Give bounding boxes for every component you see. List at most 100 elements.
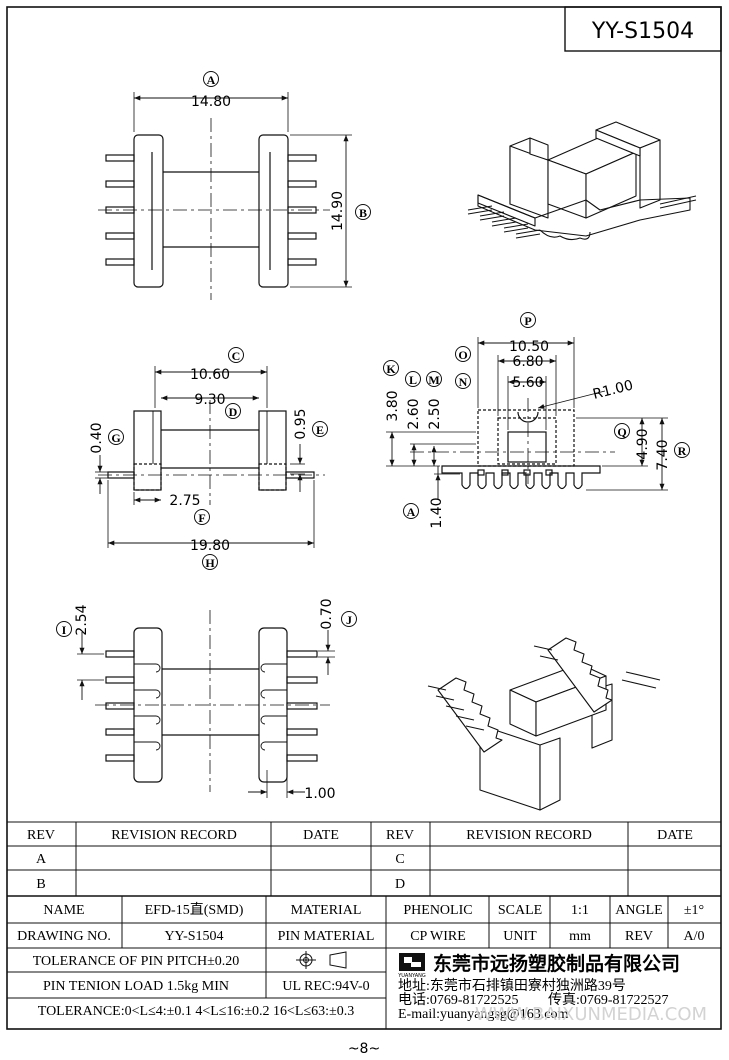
dim-b-value: 14.90 bbox=[330, 191, 346, 231]
mark-a: A bbox=[207, 73, 216, 87]
dim-n-value: 5.60 bbox=[512, 375, 543, 391]
dim-m-value: 2.50 bbox=[427, 398, 443, 429]
mark-p-circle bbox=[520, 312, 536, 328]
rev-header-right: REV bbox=[386, 828, 414, 843]
drawing-no-label: DRAWING NO. bbox=[17, 929, 111, 944]
dim-f-value: 2.75 bbox=[169, 493, 200, 509]
dim-width-value: 1.00 bbox=[304, 786, 335, 802]
mark-l: L bbox=[409, 373, 417, 387]
mark-i-circle bbox=[56, 621, 72, 637]
material-value: PHENOLIC bbox=[403, 903, 472, 918]
mark-c-circle bbox=[228, 347, 244, 363]
fax: 传真:0769-81722527 bbox=[548, 992, 669, 1008]
mark-n-circle bbox=[455, 373, 471, 389]
isometric-view-bottom bbox=[427, 637, 661, 811]
mark-q: Q bbox=[617, 425, 626, 439]
dim-p-value: 10.50 bbox=[509, 339, 549, 355]
mark-q-circle bbox=[614, 423, 630, 439]
mark-a2-circle bbox=[403, 503, 419, 519]
title-block-grid bbox=[7, 896, 721, 1029]
mark-o-circle bbox=[455, 346, 471, 362]
front-view bbox=[95, 366, 325, 548]
date-header-left: DATE bbox=[303, 828, 339, 843]
mark-b-circle bbox=[355, 204, 371, 220]
mark-r-circle bbox=[674, 442, 690, 458]
rev-label: REV bbox=[625, 929, 653, 944]
bottom-view bbox=[77, 610, 335, 798]
date-header-right: DATE bbox=[657, 828, 693, 843]
angle-value: ±1° bbox=[684, 903, 704, 918]
revision-table bbox=[7, 821, 721, 897]
dim-a-value: 14.80 bbox=[191, 94, 231, 110]
mark-h: H bbox=[205, 556, 215, 570]
drawing-border bbox=[6, 6, 722, 1030]
mark-j: J bbox=[346, 613, 352, 627]
code-box bbox=[564, 6, 722, 52]
mark-k-circle bbox=[383, 360, 399, 376]
dim-d-value: 9.30 bbox=[194, 392, 225, 408]
dim-c-value: 10.60 bbox=[190, 367, 230, 383]
mark-m-circle bbox=[426, 371, 442, 387]
mark-n: N bbox=[459, 375, 468, 389]
mark-f-circle bbox=[194, 509, 210, 525]
watermark: WWW.BAIXUNMEDIA.COM bbox=[475, 1004, 707, 1025]
record-header-left: REVISION RECORD bbox=[111, 828, 237, 843]
dim-o-value: 6.80 bbox=[512, 354, 543, 370]
angle-label: ANGLE bbox=[615, 903, 662, 918]
rev-value: A/0 bbox=[684, 929, 705, 944]
logo-text: YUANYANG bbox=[397, 973, 426, 979]
pitch-tolerance: TOLERANCE OF PIN PITCH±0.20 bbox=[33, 954, 240, 969]
unit-label: UNIT bbox=[503, 929, 537, 944]
mark-d: D bbox=[229, 405, 238, 419]
mark-p: P bbox=[524, 314, 531, 328]
mark-l-circle bbox=[405, 371, 421, 387]
mark-a-circle bbox=[203, 71, 219, 87]
name-label: NAME bbox=[43, 903, 84, 918]
dim-g-value: 0.40 bbox=[89, 422, 105, 453]
company-name: 东莞市远扬塑胶制品有限公司 bbox=[433, 952, 680, 975]
top-view bbox=[98, 92, 352, 300]
ul-rec: UL REC:94V-0 bbox=[282, 979, 369, 994]
mark-c: C bbox=[232, 349, 241, 363]
mark-e: E bbox=[316, 423, 324, 437]
drawing-code: YY-S1504 bbox=[591, 19, 694, 44]
dim-e-value: 0.95 bbox=[293, 408, 309, 439]
phone: 电话:0769-81722525 bbox=[398, 992, 519, 1008]
mark-k: K bbox=[386, 362, 396, 376]
email: E-mail:yuanyangsg@163.com bbox=[398, 1007, 568, 1022]
dim-k-value: 3.80 bbox=[385, 390, 401, 421]
pin-load: PIN TENION LOAD 1.5kg MIN bbox=[43, 979, 229, 994]
rev-row-b: B bbox=[36, 877, 45, 892]
unit-value: mm bbox=[569, 929, 591, 944]
dim-a2-value: 1.40 bbox=[429, 497, 445, 528]
dim-r-value: 7.40 bbox=[655, 439, 671, 470]
dim-h-value: 19.80 bbox=[190, 538, 230, 554]
rev-row-a: A bbox=[36, 852, 47, 867]
scale-label: SCALE bbox=[498, 903, 542, 918]
rev-header-left: REV bbox=[27, 828, 55, 843]
material-label: MATERIAL bbox=[291, 903, 362, 918]
mark-j-circle bbox=[341, 611, 357, 627]
mark-e-circle bbox=[312, 421, 328, 437]
bottom-view-pins bbox=[105, 650, 318, 762]
drawing-no-value: YY-S1504 bbox=[164, 929, 223, 944]
page-number: ~8~ bbox=[348, 1041, 380, 1057]
isometric-pins bbox=[467, 195, 697, 239]
dim-q-value: 4.90 bbox=[635, 428, 651, 459]
name-value: EFD-15直(SMD) bbox=[145, 901, 244, 918]
mark-h-circle bbox=[202, 554, 218, 570]
mark-g: G bbox=[111, 431, 120, 445]
projection-symbol bbox=[296, 951, 347, 969]
mark-i: I bbox=[62, 623, 67, 637]
pin-material-label: PIN MATERIAL bbox=[278, 929, 375, 944]
rev-row-c: C bbox=[395, 852, 404, 867]
dim-i-value: 2.54 bbox=[74, 604, 90, 635]
scale-value: 1:1 bbox=[571, 903, 589, 918]
address: 地址:东莞市石排镇田寮村独洲路39号 bbox=[398, 977, 626, 994]
mark-a2: A bbox=[407, 505, 416, 519]
isometric-pins-bottom bbox=[427, 645, 661, 731]
record-header-right: REVISION RECORD bbox=[466, 828, 592, 843]
mark-m: M bbox=[428, 373, 439, 387]
tolerance: TOLERANCE:0<L≤4:±0.1 4<L≤16:±0.2 16<L≤63… bbox=[38, 1004, 354, 1019]
